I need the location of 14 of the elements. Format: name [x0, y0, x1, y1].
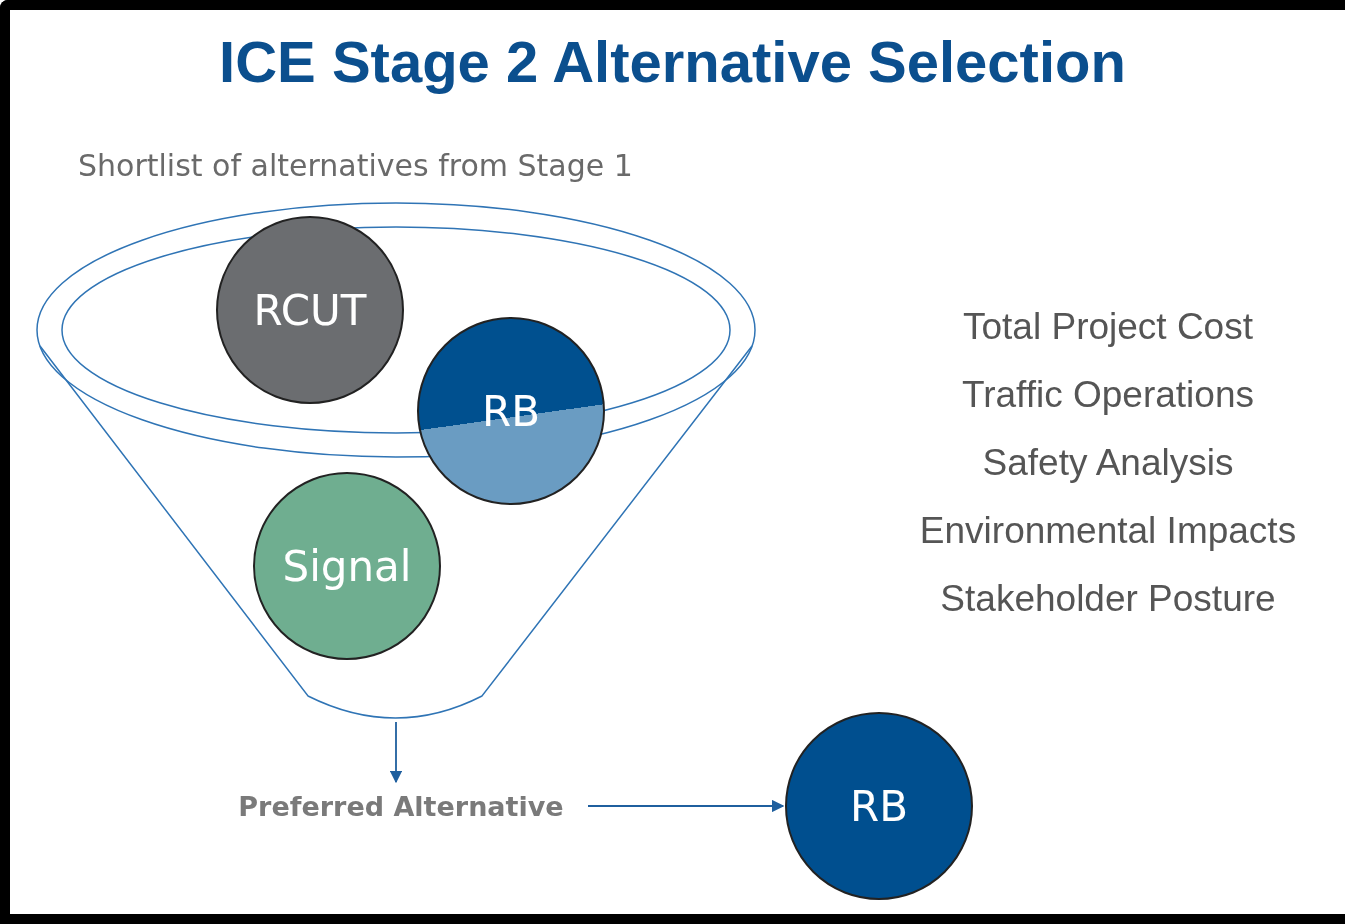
- criterion-label: Total Project Cost: [963, 305, 1253, 349]
- criterion-label: Stakeholder Posture: [940, 577, 1276, 621]
- node-label: RB: [482, 386, 540, 436]
- result-label: Preferred Alternative: [228, 786, 574, 826]
- title: ICE Stage 2 Alternative Selection: [219, 28, 1126, 95]
- node-label: RCUT: [253, 285, 367, 335]
- arrow: [389, 721, 403, 784]
- node-label: RB: [850, 781, 908, 831]
- arrow: [587, 799, 785, 813]
- funnel-heading: Shortlist of alternatives from Stage 1: [78, 148, 633, 183]
- criterion-label: Environmental Impacts: [919, 509, 1297, 553]
- criterion-label: Safety Analysis: [982, 441, 1234, 485]
- node-label: Signal: [282, 541, 412, 591]
- criterion-label: Traffic Operations: [962, 373, 1254, 417]
